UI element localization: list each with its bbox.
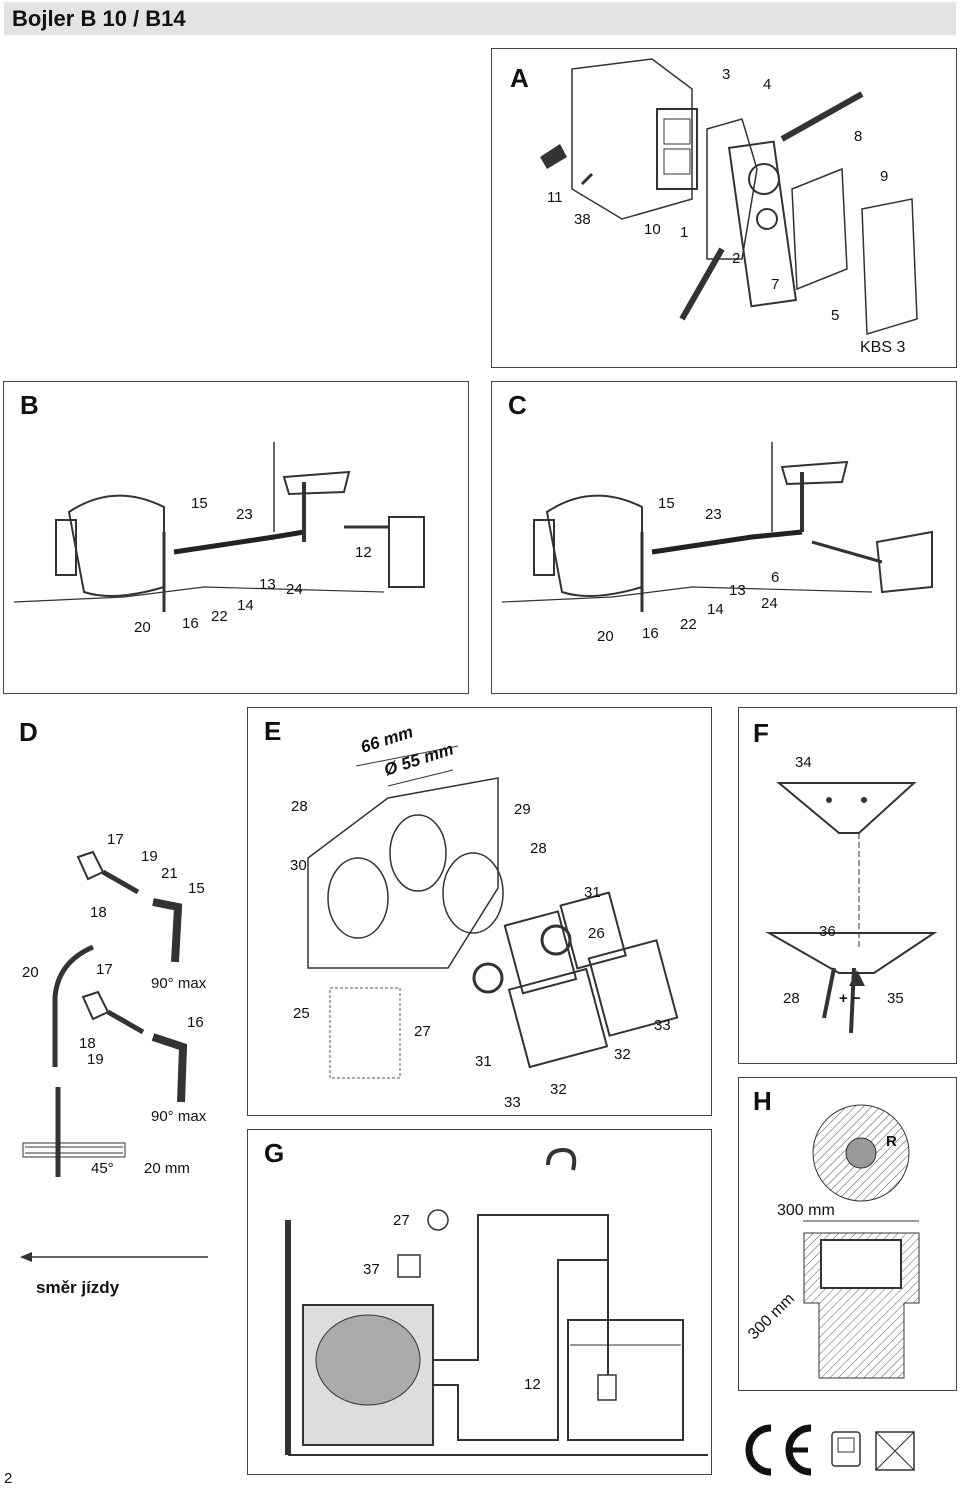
panel-f: F 34 36 28 + − 35	[738, 707, 957, 1064]
cut-angle: 45°	[91, 1160, 114, 1177]
callout-3: 3	[722, 66, 731, 83]
callout-20: 20	[22, 964, 39, 981]
illustration-water-system	[285, 1147, 708, 1456]
angle-label: 90° max	[151, 1108, 207, 1125]
callout-18: 18	[90, 904, 107, 921]
callout-28: 28	[530, 840, 547, 857]
callout-31: 31	[475, 1053, 492, 1070]
panel-b: B 15 23 12 13 24 14 22 16 20	[3, 381, 469, 694]
callout-34: 34	[795, 754, 812, 771]
callout-18: 18	[79, 1035, 96, 1052]
illustration-clearance	[803, 1104, 920, 1379]
panel-c: C 15 23 6 13 24 14 22 16 20	[491, 381, 957, 694]
callout-15: 15	[191, 495, 208, 512]
ce-mark-icon	[745, 1424, 915, 1476]
callout-26: 26	[588, 925, 605, 942]
arrow-left-icon	[20, 1252, 208, 1262]
callout-23: 23	[705, 506, 722, 523]
illustration-fittings	[22, 850, 188, 1177]
callout-5: 5	[831, 307, 840, 324]
callout-12: 12	[524, 1376, 541, 1393]
callout-6: 6	[771, 569, 780, 586]
callout-30: 30	[290, 857, 307, 874]
callout-32: 32	[614, 1046, 631, 1063]
callout-22: 22	[211, 608, 228, 625]
callout-13: 13	[259, 576, 276, 593]
callout-31: 31	[584, 884, 601, 901]
callout-21: 21	[161, 865, 178, 882]
callout-16: 16	[187, 1014, 204, 1031]
panel-label: A	[510, 63, 529, 93]
callout-35: 35	[887, 990, 904, 1007]
depth-label: 20 mm	[144, 1160, 190, 1177]
callout-8: 8	[854, 128, 863, 145]
page-number: 2	[4, 1470, 13, 1487]
callout-29: 29	[514, 801, 531, 818]
illustration-water-connection-b	[13, 442, 425, 612]
callout-33: 33	[654, 1017, 671, 1034]
illustration-control-panel-mounting	[307, 745, 679, 1079]
callout-1: 1	[680, 224, 689, 241]
callout-7: 7	[771, 276, 780, 293]
panel-label: H	[753, 1086, 772, 1116]
panel-d: D 17 19 21 15 18 20 17 90° max 16 18 19 …	[3, 707, 218, 1202]
callout-17: 17	[107, 831, 124, 848]
callout-2: 2	[732, 250, 741, 267]
callout-28: 28	[291, 798, 308, 815]
callout-10: 10	[644, 221, 661, 238]
callout-25: 25	[293, 1005, 310, 1022]
panel-g: G 27 37 12	[247, 1129, 712, 1475]
page-header: Bojler B 10 / B14	[4, 2, 956, 35]
panel-label: E	[264, 716, 282, 746]
panel-e: E 66 mm Ø 55 mm 28 29 28 30 31 26 25 27 …	[247, 707, 712, 1116]
caption-kbs3: KBS 3	[860, 339, 906, 356]
callout-24: 24	[761, 595, 778, 612]
panel-label: G	[264, 1138, 285, 1168]
callout-20: 20	[597, 628, 614, 645]
callout-32: 32	[550, 1081, 567, 1098]
angle-label: 90° max	[151, 975, 207, 992]
callout-22: 22	[680, 616, 697, 633]
callout-16: 16	[642, 625, 659, 642]
certification-marks	[736, 1420, 956, 1480]
callout-16: 16	[182, 615, 199, 632]
callout-24: 24	[286, 581, 303, 598]
panel-label: C	[508, 390, 527, 420]
panel-label: D	[19, 717, 38, 747]
panel-label: F	[753, 718, 769, 748]
callout-38: 38	[574, 211, 591, 228]
callout-11: 11	[547, 189, 563, 206]
panel-a: A 3 4 8 9 11 38 10 1 2 7 5 KBS 3	[491, 48, 957, 368]
direction-label: směr jízdy	[36, 1278, 120, 1297]
page-title: Bojler B 10 / B14	[12, 6, 186, 31]
radius-label: R	[886, 1133, 897, 1150]
callout-28: 28	[783, 990, 800, 1007]
callout-37: 37	[363, 1261, 380, 1278]
panel-label: B	[20, 390, 39, 420]
illustration-water-connection-c	[501, 442, 933, 612]
callout-33: 33	[504, 1094, 521, 1111]
callout-9: 9	[880, 168, 889, 185]
callout-15: 15	[658, 495, 675, 512]
illustration-boiler-mounting	[540, 58, 918, 335]
callout-15: 15	[188, 880, 205, 897]
callout-27: 27	[393, 1212, 410, 1229]
callout-14: 14	[707, 601, 724, 618]
callout-14: 14	[237, 597, 254, 614]
illustration-cable-connection	[765, 782, 938, 1034]
callout-19: 19	[141, 848, 158, 865]
callout-4: 4	[763, 76, 772, 93]
dim-300mm-horizontal: 300 mm	[777, 1202, 835, 1219]
callout-27: 27	[414, 1023, 431, 1040]
callout-12: 12	[355, 544, 372, 561]
panel-h: H R 300 mm 300 mm	[738, 1077, 957, 1391]
callout-36: 36	[819, 923, 836, 940]
callout-20: 20	[134, 619, 151, 636]
polarity-label: + −	[839, 990, 861, 1007]
callout-23: 23	[236, 506, 253, 523]
callout-19: 19	[87, 1051, 104, 1068]
callout-17: 17	[96, 961, 113, 978]
callout-13: 13	[729, 582, 746, 599]
